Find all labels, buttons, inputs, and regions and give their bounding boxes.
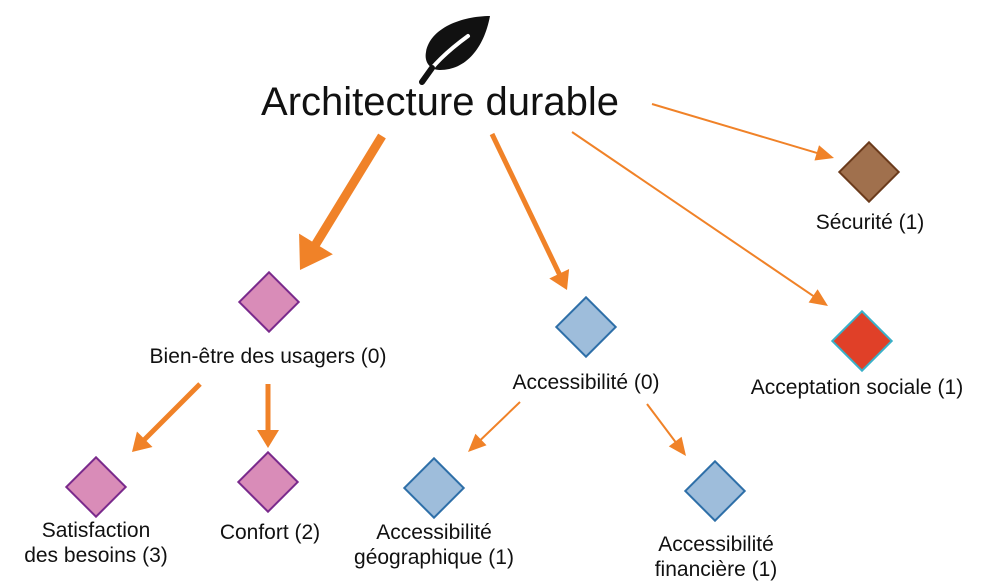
arrow-root-to-securite bbox=[651, 103, 834, 161]
label-satisfaction-line1: Satisfaction bbox=[41, 519, 151, 542]
label-bien-etre: Bien-être des usagers (0) bbox=[149, 345, 387, 368]
label-acc-fin: Accessibilité financière (1) bbox=[616, 532, 816, 582]
label-acc-fin-line1: Accessibilité bbox=[658, 533, 774, 556]
label-acc-fin-line2: financière (1) bbox=[654, 558, 778, 582]
arrow-accessibilite-to-acc-geo-head bbox=[468, 433, 487, 452]
node-acc-fin-diamond[interactable] bbox=[683, 459, 747, 523]
arrow-accessibilite-to-acc-geo bbox=[468, 401, 521, 452]
arrow-root-to-acceptation-shaft bbox=[571, 131, 815, 298]
node-acceptation-diamond[interactable] bbox=[830, 309, 894, 373]
label-accessibilite: Accessibilité (0) bbox=[512, 371, 660, 394]
arrow-root-to-acceptation bbox=[571, 131, 828, 306]
node-confort-diamond[interactable] bbox=[236, 450, 300, 514]
arrow-root-to-securite-head bbox=[814, 145, 834, 161]
arrow-accessibilite-to-acc-fin bbox=[646, 403, 686, 456]
arrow-root-to-bien-etre-head bbox=[299, 233, 333, 270]
arrow-root-to-accessibilite-shaft bbox=[489, 132, 562, 276]
arrow-root-to-bien-etre-shaft bbox=[311, 133, 386, 248]
edges-layer bbox=[132, 103, 834, 456]
arrow-bien-etre-to-satisfaction-head bbox=[132, 431, 153, 452]
root-title: Architecture durable bbox=[261, 80, 619, 124]
arrow-bien-etre-to-confort bbox=[257, 384, 279, 448]
arrow-bien-etre-to-satisfaction bbox=[132, 382, 202, 452]
arrow-root-to-acceptation-head bbox=[808, 289, 828, 306]
arrow-accessibilite-to-acc-fin-shaft bbox=[646, 403, 677, 443]
label-confort: Confort (2) bbox=[219, 521, 321, 544]
node-securite-diamond[interactable] bbox=[837, 140, 901, 204]
label-acc-geo-line2: géographique (1) bbox=[354, 546, 514, 570]
label-acceptation: Acceptation sociale (1) bbox=[750, 376, 964, 399]
arrow-root-to-bien-etre bbox=[299, 133, 386, 270]
arrow-accessibilite-to-acc-fin-head bbox=[668, 436, 686, 456]
label-satisfaction-line2: des besoins (3) bbox=[24, 544, 168, 568]
arrow-root-to-accessibilite-head bbox=[549, 269, 570, 290]
leaf-icon bbox=[419, 16, 490, 85]
arrow-accessibilite-to-acc-geo-shaft bbox=[479, 401, 521, 441]
arrow-root-to-accessibilite bbox=[489, 132, 570, 290]
label-acc-geo-line1: Accessibilité bbox=[376, 521, 492, 544]
label-satisfaction: Satisfaction des besoins (3) bbox=[6, 518, 186, 568]
label-securite: Sécurité (1) bbox=[815, 211, 925, 234]
label-acc-geo: Accessibilité géographique (1) bbox=[326, 520, 542, 570]
arrow-root-to-securite-shaft bbox=[651, 103, 818, 155]
nodes-layer bbox=[64, 140, 901, 523]
node-bien-etre-diamond[interactable] bbox=[237, 270, 301, 334]
node-accessibilite-diamond[interactable] bbox=[554, 295, 618, 359]
arrow-bien-etre-to-satisfaction-shaft bbox=[142, 382, 202, 442]
arrow-bien-etre-to-confort-head bbox=[257, 430, 279, 448]
node-satisfaction-diamond[interactable] bbox=[64, 455, 128, 519]
node-acc-geo-diamond[interactable] bbox=[402, 456, 466, 520]
